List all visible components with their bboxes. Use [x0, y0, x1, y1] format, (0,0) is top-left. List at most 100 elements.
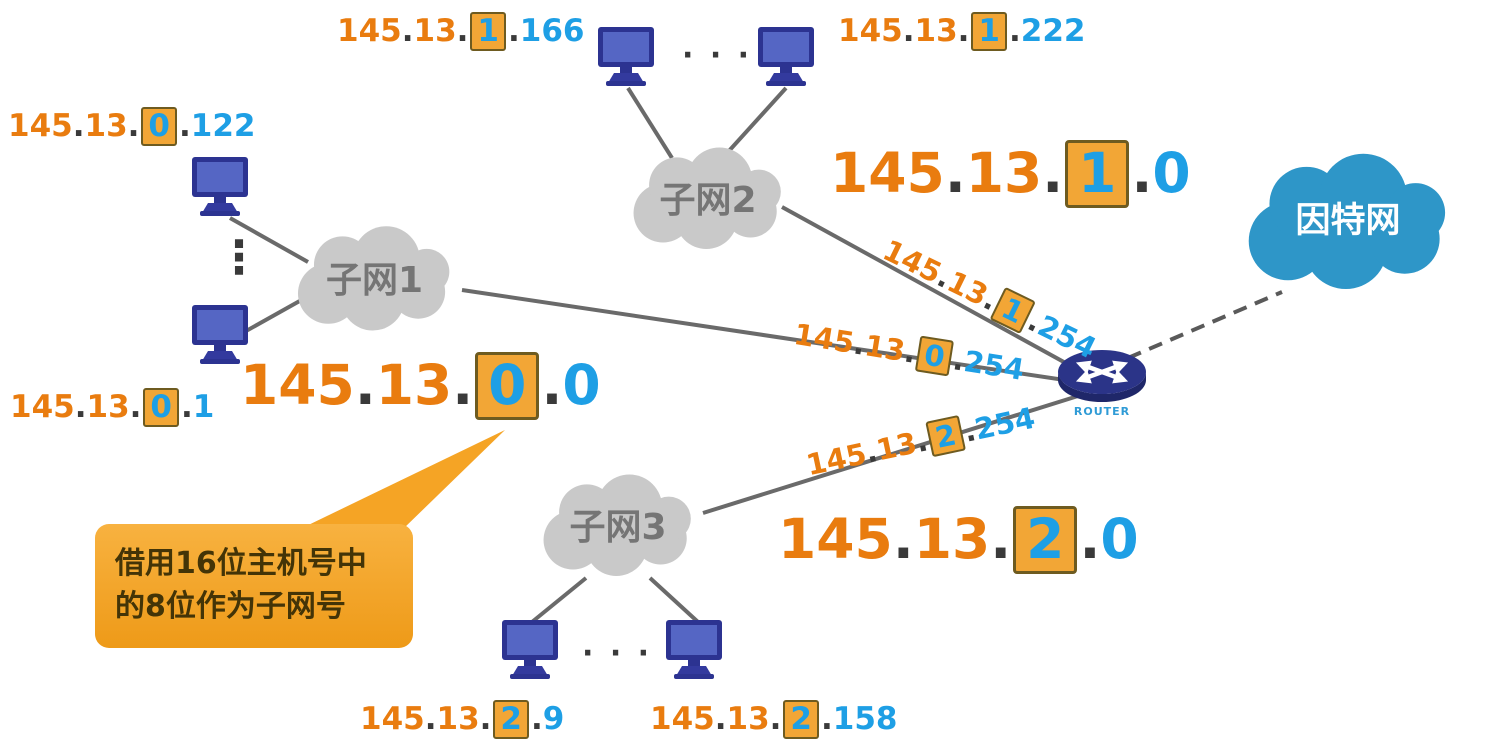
cloud-shape [1248, 153, 1446, 289]
ip-seg: 145 [360, 701, 425, 737]
ip-dot: . [1042, 141, 1064, 205]
ip-host: 0 [1100, 507, 1139, 571]
ip-label-subnet2-host-166: 145.13.1.166 [337, 12, 585, 51]
link-router-internet-dashed [1127, 290, 1283, 360]
ip-seg: 145 [791, 316, 857, 361]
computer-icon [752, 25, 824, 91]
ip-seg: 13 [913, 507, 991, 571]
ip-label-subnet1-host-122: 145.13.0.122 [8, 107, 256, 146]
ip-label-subnet3-network: 145.13.2.0 [778, 506, 1139, 574]
ip-dot: . [127, 108, 140, 144]
ellipsis-horizontal: · · · [682, 38, 753, 73]
ip-seg: 13 [965, 141, 1043, 205]
ip-dot: . [821, 701, 833, 737]
ip-dot: . [452, 353, 474, 417]
ip-seg: 13 [436, 701, 480, 737]
cloud-shape [633, 147, 781, 249]
ip-dot: . [74, 389, 87, 425]
callout-line-1: 借用16位主机号中 [115, 546, 367, 582]
ellipsis-vertical: ⋮ [216, 230, 262, 284]
link-pc-subnet1-top [229, 216, 309, 264]
ip-seg: 13 [86, 389, 130, 425]
cloud-shape [543, 474, 691, 576]
ip-dot: . [902, 13, 915, 49]
ip-seg: 13 [914, 13, 958, 49]
ip-seg: 13 [84, 108, 128, 144]
ip-seg: 145 [830, 141, 945, 205]
link-pc-subnet3-left [530, 576, 588, 624]
ip-octet: 2 [925, 414, 967, 458]
ip-octet: 0 [141, 107, 177, 146]
ip-octet: 0 [143, 388, 179, 427]
ip-label-subnet3-host-9: 145.13.2.9 [360, 700, 564, 739]
ip-host: 0 [1152, 141, 1191, 205]
computer-icon [496, 618, 568, 684]
ip-dot: . [401, 13, 414, 49]
computer-icon [660, 618, 732, 684]
ip-dot: . [944, 141, 966, 205]
ip-dot: . [541, 353, 563, 417]
ip-dot: . [479, 701, 492, 737]
computer-icon [592, 25, 664, 91]
ip-octet: 2 [493, 700, 529, 739]
ip-octet: 1 [470, 12, 506, 51]
ip-dot: . [1079, 507, 1101, 571]
ip-seg: 145 [8, 108, 73, 144]
ip-dot: . [957, 13, 970, 49]
callout-line-2: 的8位作为子网号 [115, 589, 346, 624]
link-pc-subnet3-right [648, 576, 700, 624]
cloud-subnet1: 子网1 [282, 200, 467, 350]
link-pc-subnet2-right [726, 86, 788, 154]
router-label: ROUTER [1073, 405, 1131, 418]
ip-seg: 13 [862, 328, 908, 369]
ip-seg: 13 [726, 701, 770, 737]
ip-dot: . [456, 13, 469, 49]
ip-seg: 145 [838, 13, 903, 49]
ip-dot: . [892, 507, 914, 571]
ip-octet: 2 [783, 700, 819, 739]
ip-dot: . [1131, 141, 1153, 205]
ip-seg: 145 [778, 507, 893, 571]
router-icon [1058, 350, 1146, 402]
ip-host: 158 [832, 701, 898, 737]
ip-label-subnet3-host-158: 145.13.2.158 [650, 700, 898, 739]
ip-dot: . [769, 701, 782, 737]
router: ROUTER [1052, 346, 1152, 418]
cloud-shape [297, 226, 450, 331]
computer-icon [186, 155, 258, 221]
ellipsis-horizontal: · · · [582, 636, 653, 671]
computer-icon [186, 303, 258, 369]
ip-dot: . [531, 701, 543, 737]
ip-label-subnet1-host-1: 145.13.0.1 [10, 388, 214, 427]
ip-host: 0 [562, 353, 601, 417]
ip-dot: . [181, 389, 193, 425]
ip-seg: 145 [10, 389, 75, 425]
ip-octet: 1 [971, 12, 1007, 51]
ip-host: 9 [542, 701, 565, 737]
ip-seg: 13 [375, 353, 453, 417]
ip-dot: . [129, 389, 142, 425]
ip-octet: 1 [1065, 140, 1130, 208]
ip-seg: 13 [873, 425, 920, 468]
ip-dot: . [990, 507, 1012, 571]
ip-label-subnet2-host-222: 145.13.1.222 [838, 12, 1086, 51]
ip-dot: . [508, 13, 520, 49]
ip-host: 1 [192, 389, 215, 425]
ip-host: 122 [190, 108, 256, 144]
ip-seg: 13 [413, 13, 457, 49]
ip-host: 222 [1020, 13, 1086, 49]
ip-seg: 145 [240, 353, 355, 417]
callout-tail [298, 430, 505, 530]
cloud-subnet3: 子网3 [528, 452, 708, 592]
ip-dot: . [354, 353, 376, 417]
link-subnet3-router [702, 394, 1079, 515]
ip-octet: 0 [914, 335, 955, 377]
ip-dot: . [179, 108, 191, 144]
ip-seg: 145 [650, 701, 715, 737]
ip-label-subnet1-network: 145.13.0.0 [240, 352, 601, 420]
ip-dot: . [714, 701, 727, 737]
callout-subnet-explanation: 借用16位主机号中 的8位作为子网号 [95, 524, 413, 648]
ip-label-subnet2-network: 145.13.1.0 [830, 140, 1191, 208]
